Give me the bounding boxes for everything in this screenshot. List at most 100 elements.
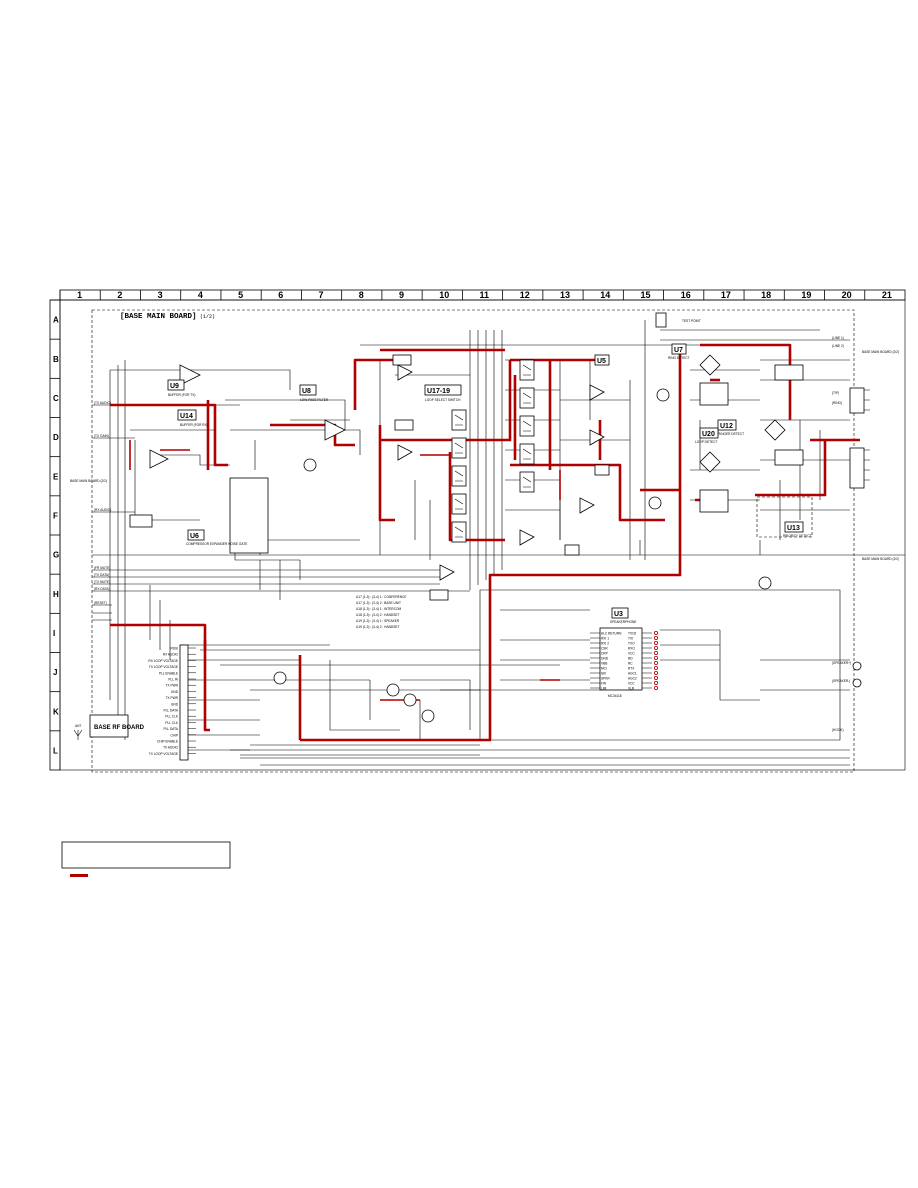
u12-label-box [717, 419, 737, 431]
u13-desc: PRIORITY DETECT [783, 534, 812, 538]
u14-desc: BUFFER (FOR RX) [180, 423, 208, 427]
column-label-7: 7 [319, 290, 324, 300]
bridge-3 [764, 419, 786, 441]
u3-pin-label: RC [628, 661, 633, 665]
u14d-label-box [429, 589, 449, 601]
u3-pin-label: ALC RETURN [601, 631, 622, 635]
row-label-A: A [53, 316, 59, 325]
switch-section [519, 387, 535, 409]
u14b-opamp [397, 364, 413, 381]
u3-part: MC34118 [608, 694, 622, 698]
transistor-q8 [758, 576, 772, 590]
board-title: [BASE MAIN BOARD] [120, 313, 197, 321]
right-connectors: (LINE 1)(LINE 2)(TIP)(RING)(SPEAKER+)(SP… [832, 336, 851, 732]
switch-section [519, 415, 535, 437]
jack-line1[interactable] [849, 387, 865, 414]
column-label-17: 17 [721, 290, 731, 300]
u5-opamp-b [589, 429, 605, 446]
u20-desc: LOOP DETECT [695, 440, 717, 444]
column-label-20: 20 [842, 290, 852, 300]
cn-pin-label: CHIP ENABLE [157, 740, 178, 744]
u20-label: U20 [702, 431, 715, 438]
u8-label-box [299, 384, 317, 396]
bridge-2 [699, 451, 721, 473]
row-label-B: B [53, 355, 59, 364]
cn-pin-label: PLL CLK [165, 715, 179, 719]
speaker-jack-1[interactable] [852, 661, 862, 671]
u3-pin-label: AGC2 [628, 676, 637, 680]
bridge-1 [699, 354, 721, 376]
u3-pin-marker [654, 671, 659, 676]
right-connector-label: (SPEAKER+) [832, 661, 851, 665]
u14b-label-box [392, 354, 412, 366]
right-connector-label: (TIP) [832, 391, 839, 395]
column-label-11: 11 [480, 290, 490, 300]
relay-k2 [774, 449, 804, 466]
u6-label-box [187, 529, 205, 541]
left-connector-label: (TX MUTE) [94, 580, 110, 584]
column-label-15: 15 [640, 290, 650, 300]
u3-pin-marker [654, 631, 659, 636]
row-label-I: I [53, 629, 55, 638]
transistor-q2 [648, 496, 662, 510]
u14-opamp [149, 449, 169, 469]
u7-label: U7 [674, 347, 683, 354]
column-label-8: 8 [359, 290, 364, 300]
cn-pin-label: TX PWR [166, 696, 179, 700]
switch-section [451, 465, 467, 487]
u3-label: U3 [614, 611, 623, 618]
ic-blocks: U9 BUFFER (FOR TX) U8 LOW-PASS FILTER U1… [129, 312, 865, 761]
jack-line2[interactable] [849, 447, 865, 489]
board-ref-right-mid: BASE MAIN BOARD (2/2) [862, 557, 899, 561]
cn-pin-label: PLL ENABLE [159, 671, 178, 675]
right-connector-label: (LINE 1) [832, 336, 844, 340]
u8-label: U8 [302, 388, 311, 395]
base-rf-board-box [89, 714, 129, 738]
row-label-F: F [53, 511, 58, 520]
column-label-18: 18 [761, 290, 771, 300]
cn-pin-label: PLL CLK [165, 721, 179, 725]
switch-section [451, 437, 467, 459]
u3-pin-label: RD [628, 656, 633, 660]
board-ref-left: BASE MAIN BOARD (2/2) [70, 479, 107, 483]
u14c-label-box [394, 419, 414, 431]
u3-pin-marker [654, 651, 659, 656]
u5-opamp-c [579, 497, 595, 514]
u3-ic [599, 627, 643, 691]
u9-label: U9 [170, 383, 179, 390]
switch-section [519, 359, 535, 381]
u20-label-box [699, 427, 719, 439]
note-line: U19 (1-3) : (3-4) 1 : SPEAKER [356, 619, 400, 623]
row-label-C: C [53, 394, 59, 403]
u3-pin-marker [654, 676, 659, 681]
u5c-label-box [564, 544, 580, 556]
transistor-q3 [303, 458, 317, 472]
u3-pin-label: TXO2 [628, 631, 637, 635]
switch-contact [522, 476, 532, 488]
board-ref-right-top: BASE MAIN BOARD (2/2) [862, 350, 899, 354]
u3-pin-label: VCC [628, 651, 635, 655]
tx-deviation-box [129, 514, 153, 528]
left-connector-label: (FR MUTE) [94, 566, 110, 570]
u3-pin-label: GND [601, 656, 609, 660]
u7-label-box [671, 343, 687, 355]
speaker-jack-2[interactable] [852, 678, 862, 688]
u3-pin-marker [654, 686, 659, 691]
u6-desc: COMPRESSOR EXPANDER NOISE GATE [186, 542, 247, 546]
u6-label: U6 [190, 533, 199, 540]
transistor-q6 [403, 693, 417, 707]
note-line: U19 (1-3) : (3-4) 2 : HANDSET [356, 625, 399, 629]
note-line: U18 (1-3) : (3-4) 2 : HANDSET [356, 613, 399, 617]
column-label-12: 12 [520, 290, 530, 300]
switch-section [451, 521, 467, 543]
row-label-H: H [53, 590, 59, 599]
right-connector-label: (LINE 2) [832, 344, 844, 348]
u3-pin-label: SKI [601, 671, 606, 675]
u20-optocoupler [699, 489, 729, 513]
u3-pin-label: SPKR [601, 676, 610, 680]
u14d-opamp [439, 564, 455, 581]
note-line: U17 (1-3) : (3-4) 1 : CONFERENCE [356, 595, 406, 599]
u5b-label-box [594, 464, 610, 476]
u17-19-desc: LOOP SELECT SWITCH [425, 398, 461, 402]
